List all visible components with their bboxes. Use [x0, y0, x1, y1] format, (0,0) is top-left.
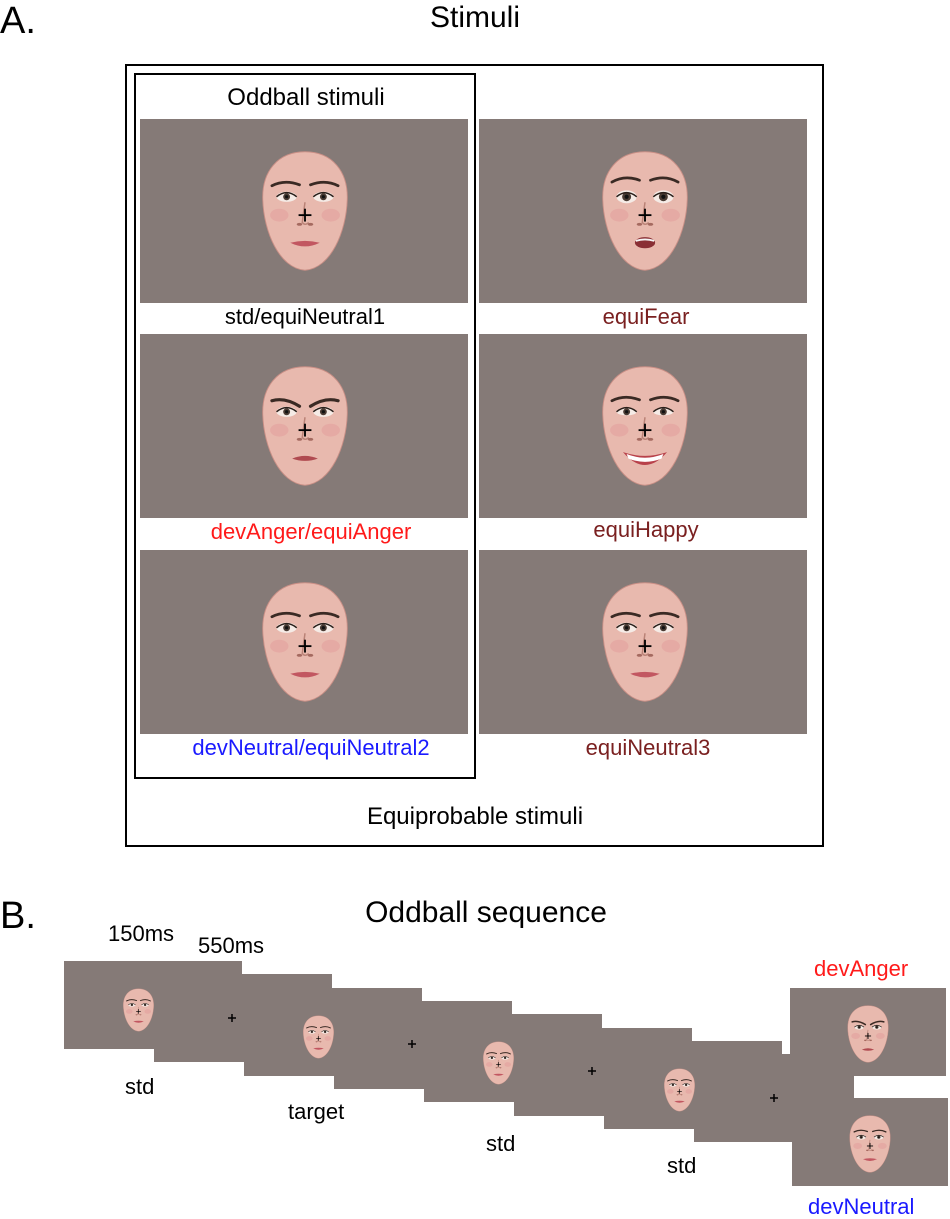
panel-a-letter: A. — [0, 0, 36, 42]
stimulus-image-std-neutral1 — [140, 119, 468, 303]
stimulus-caption: devNeutral/equiNeutral2 — [192, 735, 430, 760]
trial-label: target — [288, 1099, 345, 1124]
equiprobable-box-title: Equiprobable stimuli — [366, 803, 584, 830]
trial-label: std — [486, 1131, 516, 1156]
trial-label: std — [667, 1153, 697, 1178]
deviant-slide-neutral — [792, 1098, 948, 1186]
stimulus-image-equi-fear — [479, 119, 807, 303]
stimulus-image-equi-happy — [479, 334, 807, 518]
stimulus-caption: equiNeutral3 — [585, 735, 711, 760]
oddball-box-title: Oddball stimuli — [227, 84, 385, 111]
stimulus-image-equi-neutral3 — [479, 550, 807, 734]
equiprobable-box — [125, 64, 824, 847]
stimulus-caption: devAnger/equiAnger — [210, 519, 412, 544]
panel-b-title: Oddball sequence — [365, 896, 607, 929]
deviant-label-neutral: devNeutral — [808, 1194, 915, 1219]
panel-a-title: Stimuli — [429, 1, 521, 34]
stimulus-caption: equiFear — [602, 304, 690, 329]
trial-label: std — [125, 1074, 155, 1099]
deviant-slide-anger — [790, 988, 946, 1076]
panel-b-letter: B. — [0, 895, 36, 937]
stimulus-caption: equiHappy — [593, 517, 699, 542]
stimulus-caption: std/equiNeutral1 — [224, 304, 386, 329]
isi-duration-label: 550ms — [198, 933, 265, 958]
stimulus-image-dev-anger — [140, 334, 468, 518]
oddball-box — [134, 73, 476, 779]
deviant-label-anger: devAnger — [814, 956, 909, 981]
face-duration-label: 150ms — [108, 921, 175, 946]
stimulus-image-dev-neutral2 — [140, 550, 468, 734]
